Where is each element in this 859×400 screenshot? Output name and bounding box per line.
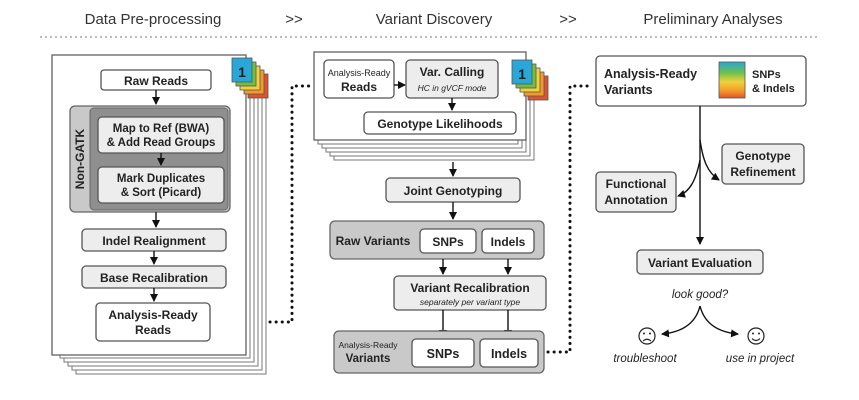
header-separator-2: >> — [559, 11, 577, 28]
raw-snps-box — [419, 228, 477, 254]
ar-indels-box — [479, 338, 539, 368]
variant-evaluation-label: Variant Evaluation — [648, 256, 752, 270]
discovery-layer-badge: 1 — [511, 59, 549, 101]
raw-indels-label: Indels — [491, 235, 526, 249]
indel-realignment-label: Indel Realignment — [102, 234, 205, 248]
discovery-ar-variants-line2: Variants — [346, 353, 391, 365]
non-gatk-label: Non-GATK — [73, 128, 87, 189]
legend-snps: SNPs — [752, 69, 781, 81]
mark-duplicates-box — [97, 166, 225, 204]
analysis-ready-reads-line2: Reads — [135, 323, 171, 337]
raw-indels-box — [481, 228, 535, 254]
mark-duplicates-line1: Mark Duplicates — [117, 173, 205, 185]
discovery-badge-number: 1 — [518, 66, 526, 82]
genotype-likelihoods-label: Genotype Likelihoods — [377, 117, 503, 131]
header-separator-1: >> — [285, 11, 303, 28]
look-good-question: look good? — [672, 289, 729, 301]
analyses-ar-variants-line2: Variants — [604, 83, 653, 97]
annotation-arrow — [677, 159, 701, 198]
discovery-ar-reads-line1: Analysis-Ready — [328, 68, 391, 78]
legend-indels: & Indels — [752, 83, 795, 95]
genotype-refinement-line2: Refinement — [730, 165, 795, 179]
preprocessing-badge-number: 1 — [238, 64, 246, 80]
header-variant-discovery: Variant Discovery — [376, 11, 493, 28]
raw-snps-label: SNPs — [432, 235, 464, 249]
analyses-ar-variants-line1: Analysis-Ready — [604, 67, 697, 81]
discovery-ar-variants-line1: Analysis-Ready — [338, 340, 398, 350]
mark-duplicates-line2: & Sort (Picard) — [121, 187, 202, 199]
refinement-arrow — [699, 139, 720, 181]
functional-annotation-box — [595, 171, 677, 213]
use-in-project-arrow — [699, 305, 739, 338]
raw-variants-label: Raw Variants — [336, 234, 411, 248]
discovery-ar-reads-box — [323, 59, 395, 99]
connector-preprocessing-to-discovery — [268, 84, 314, 324]
genotype-refinement-box — [721, 143, 805, 185]
variant-spectrum-swatch — [718, 61, 746, 99]
troubleshoot-label: troubleshoot — [613, 353, 677, 365]
analysis-ready-reads-line1: Analysis-Ready — [108, 308, 198, 322]
raw-reads-label: Raw Reads — [124, 74, 188, 88]
joint-genotyping-label: Joint Genotyping — [404, 184, 503, 198]
var-calling-label: Var. Calling — [420, 65, 485, 79]
header-preliminary-analyses: Preliminary Analyses — [643, 11, 782, 28]
ar-snps-label: SNPs — [427, 347, 460, 361]
ar-snps-box — [411, 338, 475, 368]
genotype-refinement-line1: Genotype — [735, 149, 791, 163]
variant-evaluation-box — [636, 249, 764, 275]
discovery-ar-reads-line2: Reads — [341, 80, 377, 94]
header-data-preprocessing: Data Pre-processing — [85, 11, 222, 28]
hc-mode-label: HC in gVCF mode — [418, 83, 487, 93]
ar-indels-label: Indels — [491, 347, 527, 361]
map-to-ref-line2: & Add Read Groups — [107, 137, 216, 149]
preprocessing-layer-badge: 1 — [231, 57, 269, 99]
use-in-project-label: use in project — [726, 353, 795, 365]
analyses-ar-variants-box — [595, 55, 807, 107]
variant-recalibration-label: Variant Recalibration — [410, 281, 529, 295]
recalibration-note: separately per variant type — [420, 297, 520, 307]
frowning-face-icon — [638, 327, 656, 345]
functional-annotation-line1: Functional — [606, 177, 667, 191]
troubleshoot-arrow — [661, 305, 701, 338]
analysis-ready-reads-box — [95, 302, 211, 342]
map-to-ref-line1: Map to Ref (BWA) — [113, 123, 210, 135]
smiling-face-icon — [747, 327, 765, 345]
connector-discovery-to-analyses — [546, 84, 592, 354]
genotype-likelihoods-box — [363, 111, 517, 135]
functional-annotation-line2: Annotation — [604, 193, 667, 207]
base-recalibration-label: Base Recalibration — [100, 271, 208, 285]
variant-recalibration-box — [393, 275, 547, 311]
